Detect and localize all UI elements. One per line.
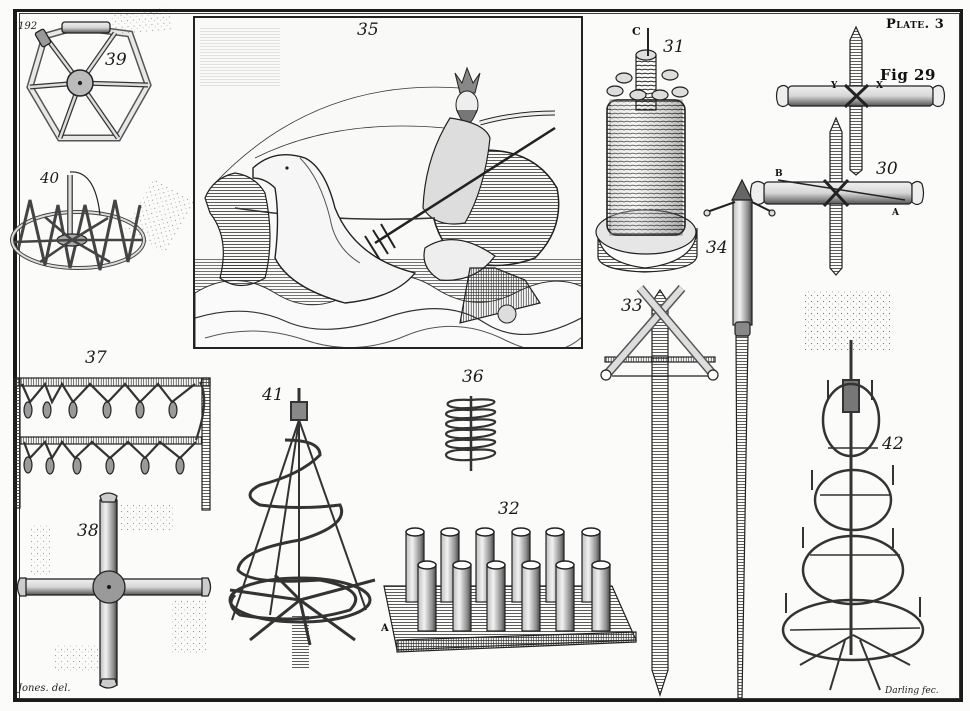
credit-draughtsman: Jones. del. [18,683,71,694]
figure-30-rocket [749,116,925,276]
figure-41-spiral-cone [228,388,376,670]
fig-41-label: 41 [262,385,284,405]
fig-40-label: 40 [40,169,60,187]
figure-35-neptune-vignette [193,16,583,349]
figure-29-rocket [775,25,946,176]
figure-33-crossed-stake [600,285,719,697]
fig-30-label: 30 [876,159,898,179]
fig-31-label: 31 [663,37,685,57]
fig-34-label: 34 [706,238,728,258]
letter-a-fig32: A [381,623,389,634]
figure-39-hex-wheel [26,21,152,142]
figure-36-looped-cord [445,396,497,471]
plate-border-outer [13,9,963,702]
figure-37-festoon-frame [13,377,211,511]
plate-border-inner [19,13,960,699]
fig-33-label: 33 [621,296,643,316]
fig-36-label: 36 [462,367,484,387]
fig-29-heading: Fig 29 [880,66,936,84]
figure-40-horizontal-wheel [10,171,146,271]
figure-34-rocket-stick [703,178,776,701]
figure-42-spiral-fountain [781,290,925,691]
fig-42-label: 42 [882,434,904,454]
letter-x: X [876,81,883,91]
letter-y: Y [831,81,838,91]
credit-engraver: Darling fec. [885,686,939,696]
fig-35-label: 35 [357,20,379,40]
figure-32-tube-board [383,527,637,653]
neptune-chariot-illustration [195,28,581,347]
fig-37-label: 37 [85,348,107,368]
letter-a-fig30: A [892,208,899,218]
figure-31-bound-cluster [595,28,698,273]
figure-38-cross-wheel [16,492,212,689]
plate-title: Plate. 3 [886,17,945,32]
fig-32-label: 32 [498,499,520,519]
page-number: 192 [18,21,38,32]
letter-b: B [775,169,783,179]
fig-39-label: 39 [105,50,127,70]
fig-38-label: 38 [77,521,99,541]
letter-c: C [632,25,641,38]
